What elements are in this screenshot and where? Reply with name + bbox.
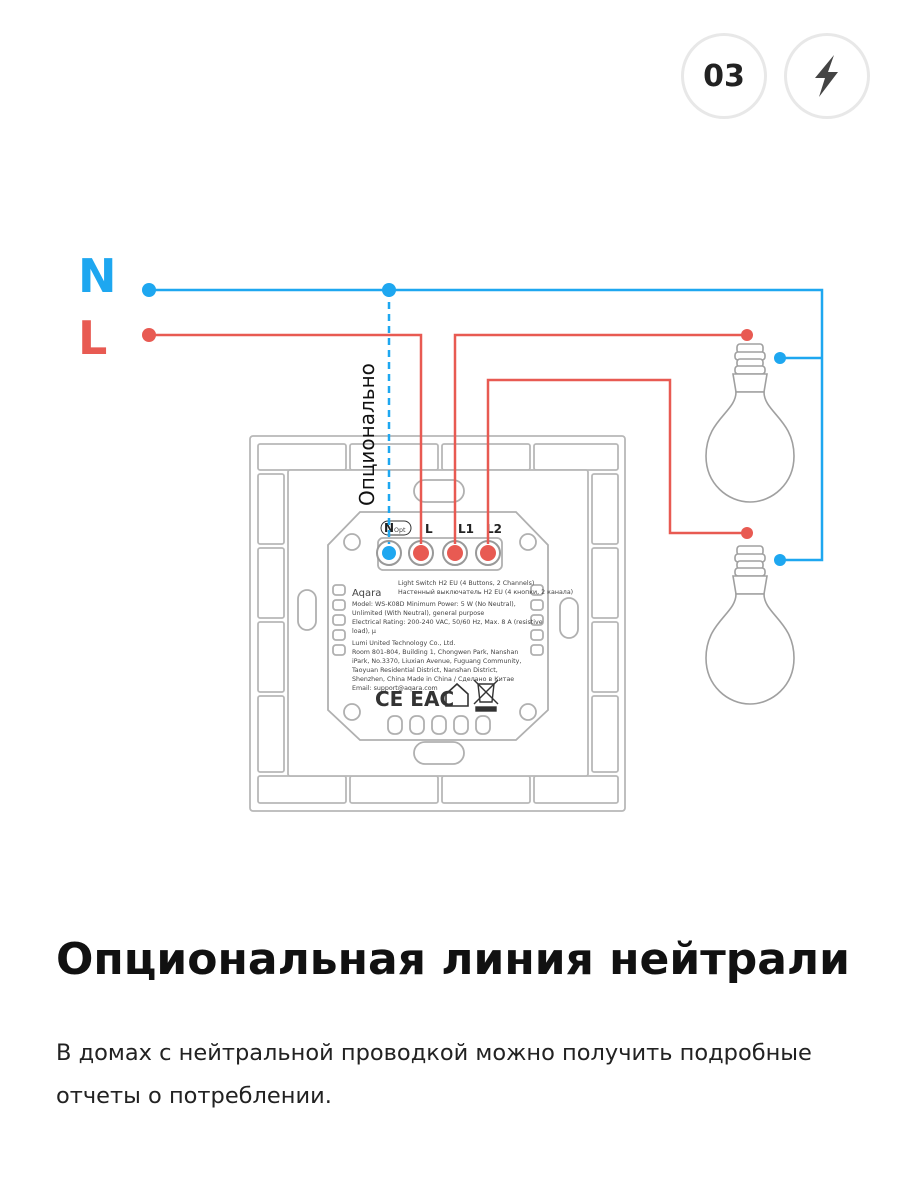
terminal-l2-label: L2 (486, 522, 502, 536)
bulb-2 (705, 545, 795, 705)
wiring-diagram: N L (78, 249, 824, 812)
terminal-n-label: N Opt (380, 520, 412, 536)
terminal-n (376, 540, 402, 566)
svg-text:N: N (384, 521, 394, 535)
bulb-1-socket (732, 343, 768, 393)
svg-text:Unlimited (With Neutral), gene: Unlimited (With Neutral), general purpos… (352, 610, 484, 617)
optional-neutral-label: Опционально (355, 363, 379, 506)
svg-text:Lumi United Technology Co., Lt: Lumi United Technology Co., Ltd. (352, 640, 455, 647)
svg-text:Shenzhen, China Made: Shenzhen, China Made in China / Сделано … (352, 676, 514, 683)
page-description: В домах с нейтральной проводкой можно по… (56, 1040, 812, 1109)
svg-text:Настенный выключатель H2 EU (4: Настенный выключатель H2 EU (4 кнопки, 2… (398, 588, 573, 596)
svg-text:Model: WS-K08D Minimum Power: Model: WS-K08D Minimum Power: 5 W (No Ne… (352, 601, 516, 608)
svg-text:Opt: Opt (394, 527, 406, 534)
line-wires (149, 333, 747, 544)
lightning-bolt-icon (815, 55, 838, 97)
step-number: 03 (703, 58, 745, 94)
neutral-wires (149, 288, 824, 562)
svg-text:Light Switch H2 EU (4 Buttons,: Light Switch H2 EU (4 Buttons, 2 Channel… (398, 580, 534, 587)
terminal-l2 (475, 540, 501, 566)
step-number-badge: 03 (681, 33, 767, 119)
wire-dots (142, 283, 786, 566)
weee-bin-icon (473, 679, 499, 712)
svg-text:Taoyuan Residential District,: Taoyuan Residential District, Nanshan Di… (351, 667, 498, 674)
bulb-1 (705, 343, 795, 503)
line-bus-label: L (78, 311, 107, 365)
terminal-l-label: L (425, 522, 433, 536)
neutral-bus-label: N (78, 249, 117, 303)
svg-text:Electrical Rating: 200-240 VAC: Electrical Rating: 200-240 VAC, 50/60 Hz… (352, 619, 543, 626)
svg-text:Room 801-804, Building 1, Chon: Room 801-804, Building 1, Chongwen Park,… (352, 649, 518, 656)
bulb-1-glass (705, 391, 795, 503)
device-label-lines: Light Switch H2 EU (4 Buttons, 2 Channel… (351, 580, 573, 692)
cert-marks: CE EAC (375, 687, 454, 711)
svg-text:iPark, No.3370, Liuxian Avenue: iPark, No.3370, Liuxian Avenue, Fuguang … (352, 658, 521, 665)
terminal-l1-label: L1 (458, 522, 474, 536)
svg-text:load), μ: load), μ (352, 628, 376, 635)
switch-module (297, 479, 579, 765)
bulb-2-glass (705, 593, 795, 705)
page-title: Опциональная линия нейтрали (56, 934, 850, 985)
svg-text:Email: support@aqara.com: Email: support@aqara.com (352, 684, 438, 692)
terminal-l (408, 540, 434, 566)
house-icon (445, 682, 469, 707)
brand-logo: Aqara (352, 588, 381, 599)
bulb-2-socket (732, 545, 768, 595)
lightning-badge (784, 33, 870, 119)
terminal-l1 (442, 540, 468, 566)
